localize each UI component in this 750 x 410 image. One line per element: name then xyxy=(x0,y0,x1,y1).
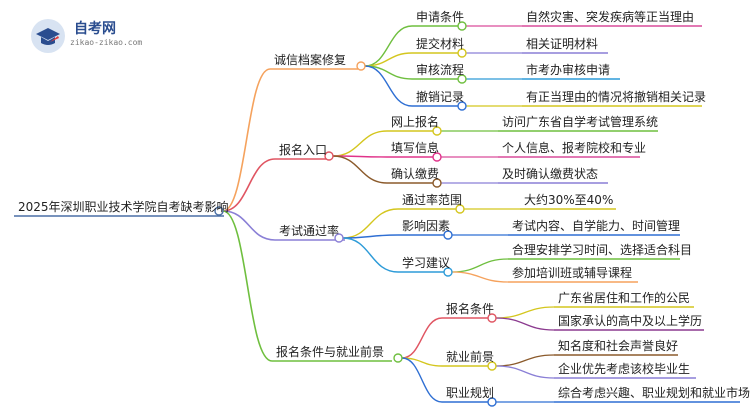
child-topic: 报名条件 xyxy=(446,302,495,316)
leaf-topic: 访问广东省自学考试管理系统 xyxy=(502,115,659,129)
child-collapse-toggle[interactable] xyxy=(457,48,467,58)
child-collapse-toggle[interactable] xyxy=(457,21,467,31)
leaf-topic: 相关证明材料 xyxy=(526,37,599,51)
leaf-topic: 综合考虑兴趣、职业规划和就业市场 xyxy=(558,386,750,400)
branch-collapse-toggle[interactable] xyxy=(324,151,334,161)
leaf-topic: 大约30%至40% xyxy=(524,193,614,207)
child-collapse-toggle[interactable] xyxy=(457,101,467,111)
graduation-cap-icon xyxy=(31,19,65,53)
logo-title: 自考网 xyxy=(74,21,116,37)
child-collapse-toggle[interactable] xyxy=(457,74,467,84)
child-connector xyxy=(332,155,388,184)
leaf-topic: 广东省居住和工作的公民 xyxy=(558,291,691,305)
child-connector xyxy=(332,130,388,157)
branch-b4: 报名条件与就业前景 xyxy=(276,345,385,359)
logo-url: zikao-zikao.com xyxy=(70,38,143,47)
branch-collapse-toggle[interactable] xyxy=(393,353,403,363)
leaf-topic: 考试内容、自学能力、时间管理 xyxy=(512,219,681,233)
leaf-topic: 知名度和社会声誉良好 xyxy=(558,339,679,353)
child-topic: 撤销记录 xyxy=(416,90,465,104)
child-topic: 学习建议 xyxy=(402,256,451,270)
child-topic: 通过率范围 xyxy=(402,193,463,207)
child-collapse-toggle[interactable] xyxy=(487,313,497,323)
root-topic: 2025年深圳职业技术学院自考缺考影响 xyxy=(18,200,229,214)
child-collapse-toggle[interactable] xyxy=(432,178,442,188)
child-connector xyxy=(364,25,413,67)
child-topic: 影响因素 xyxy=(402,219,451,233)
child-connector xyxy=(364,65,413,107)
child-connector xyxy=(342,208,399,239)
branch-collapse-toggle[interactable] xyxy=(334,233,344,243)
logo: 自考网 zikao-zikao.com xyxy=(28,16,148,56)
child-topic: 申请条件 xyxy=(416,10,465,24)
leaf-topic: 有正当理由的情况将撤销相关记录 xyxy=(526,90,707,104)
leaf-topic: 国家承认的高中及以上学历 xyxy=(558,314,703,328)
child-collapse-toggle[interactable] xyxy=(487,361,497,371)
leaf-connector xyxy=(495,317,555,331)
leaf-connector xyxy=(451,258,509,273)
branch-connector xyxy=(222,158,276,212)
root-collapse-toggle[interactable] xyxy=(214,206,224,216)
child-collapse-toggle[interactable] xyxy=(443,230,453,240)
child-topic: 就业前景 xyxy=(446,350,495,364)
child-connector xyxy=(342,234,399,239)
leaf-topic: 市考办审核申请 xyxy=(526,63,611,77)
branch-connector xyxy=(222,68,271,212)
leaf-topic: 及时确认缴费状态 xyxy=(502,167,599,181)
leaf-topic: 企业优先考虑该校毕业生 xyxy=(558,362,691,376)
child-topic: 填写信息 xyxy=(391,141,440,155)
child-topic: 审核流程 xyxy=(416,63,465,77)
branch-b1: 诚信档案修复 xyxy=(274,53,347,67)
child-collapse-toggle[interactable] xyxy=(443,267,453,277)
child-connector xyxy=(401,357,443,403)
child-topic: 网上报名 xyxy=(391,115,440,129)
child-collapse-toggle[interactable] xyxy=(455,204,465,214)
child-connector xyxy=(342,237,399,273)
branch-b2: 报名入口 xyxy=(279,143,328,157)
child-topic: 确认缴费 xyxy=(391,167,440,181)
leaf-connector xyxy=(495,365,555,379)
leaf-connector xyxy=(451,271,509,283)
leaf-connector xyxy=(495,354,555,367)
leaf-topic: 合理安排学习时间、选择适合科目 xyxy=(512,243,693,257)
branch-collapse-toggle[interactable] xyxy=(356,61,366,71)
leaf-topic: 自然灾害、突发疾病等正当理由 xyxy=(526,10,695,24)
leaf-connector xyxy=(495,306,555,319)
child-topic: 提交材料 xyxy=(416,37,465,51)
leaf-topic: 个人信息、报考院校和专业 xyxy=(502,141,647,155)
branch-connector xyxy=(222,210,276,241)
branch-connector xyxy=(222,210,273,362)
child-collapse-toggle[interactable] xyxy=(432,126,442,136)
child-collapse-toggle[interactable] xyxy=(432,152,442,162)
child-collapse-toggle[interactable] xyxy=(487,397,497,407)
leaf-topic: 参加培训班或辅导课程 xyxy=(512,266,633,280)
branch-b3: 考试通过率 xyxy=(279,224,340,238)
child-connector xyxy=(401,317,443,359)
child-topic: 职业规划 xyxy=(446,386,495,400)
